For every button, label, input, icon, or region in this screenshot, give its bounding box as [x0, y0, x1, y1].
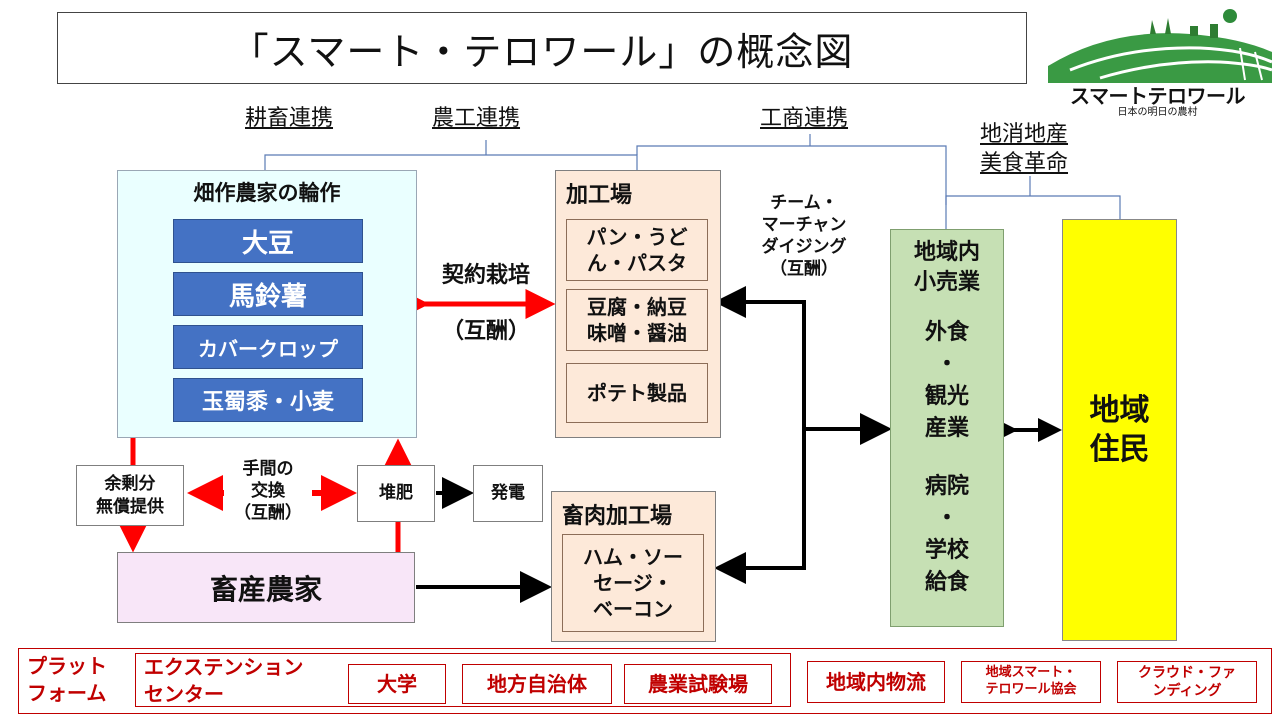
- extension-group: エクステンション センター 大学 地方自治体 農業試験場: [135, 653, 791, 707]
- meat-factory-panel: 畜肉加工場 ハム・ソー セージ・ ベーコン: [551, 491, 716, 642]
- power-box: 発電: [473, 465, 543, 522]
- surplus-l1: 余剰分: [104, 473, 156, 494]
- page-title: 「スマート・テロワール」の概念図: [57, 12, 1027, 84]
- labor-l2: 交換: [251, 481, 285, 502]
- link-brackets: [264, 134, 1121, 229]
- meat-factory-title: 畜肉加工場: [562, 504, 673, 529]
- meat-products-box: ハム・ソー セージ・ ベーコン: [562, 534, 704, 632]
- factory-item-tofu-l2: 味噌・醤油: [587, 321, 687, 345]
- factory-item-bread-l2: ん・パスタ: [587, 251, 687, 275]
- retail-l10: 給食: [924, 569, 969, 595]
- assoc-l2: テロワール協会: [985, 682, 1077, 697]
- crop-item-corn-wheat: 玉蜀黍・小麦: [173, 378, 363, 422]
- logo-tagline: 日本の明日の農村: [1117, 107, 1198, 118]
- platform-label-l1: プラット: [27, 654, 107, 678]
- extension-l1: エクステンション: [144, 655, 304, 679]
- extension-center-label: エクステンション センター: [144, 654, 303, 708]
- crop-item-potato: 馬鈴薯: [173, 272, 363, 316]
- retail-l5: 観光: [924, 384, 969, 410]
- team-l1: チーム・: [770, 193, 838, 213]
- platform-local-government: 地方自治体: [462, 664, 612, 704]
- crop-item-soybean: 大豆: [173, 219, 363, 263]
- contract-label: 契約栽培: [441, 263, 530, 288]
- extension-l2: センター: [144, 682, 224, 706]
- retail-l1: 地域内: [913, 240, 980, 265]
- labor-l1: 手間の: [242, 459, 294, 479]
- labor-exchange-label: 手間の 交換 （互酬）: [224, 458, 312, 524]
- resident-l1: 地域: [1089, 393, 1150, 428]
- meat-l3: ベーコン: [593, 597, 673, 621]
- factory-item-bread: パン・うどん・パスタ: [566, 219, 708, 281]
- link-local-food-1: 地消地産: [980, 122, 1069, 147]
- retail-l9: 学校: [924, 537, 969, 563]
- platform-bar: プラット フォーム エクステンション センター 大学 地方自治体 農業試験場 地…: [18, 648, 1272, 714]
- retail-panel: 地域内 小売業 外食 ・ 観光 産業 病院 ・ 学校 給食: [890, 229, 1004, 627]
- retail-l6: 産業: [924, 416, 969, 442]
- platform-label-l2: フォーム: [27, 681, 107, 705]
- assoc-l1: 地域スマート・: [985, 665, 1077, 681]
- meat-l2: セージ・: [593, 571, 673, 595]
- retail-l2: 小売業: [913, 269, 980, 295]
- platform-agri-experiment-station: 農業試験場: [624, 664, 772, 704]
- platform-crowdfunding: クラウド・ファンディング: [1117, 661, 1257, 703]
- crop-rotation-panel: 畑作農家の輪作 大豆 馬鈴薯 カバークロップ 玉蜀黍・小麦: [117, 170, 417, 438]
- crop-item-cover-crop: カバークロップ: [173, 325, 363, 369]
- retail-l4: ・: [935, 352, 958, 378]
- compost-box: 堆肥: [357, 465, 435, 522]
- contract-sub-label: （互酬）: [441, 319, 530, 344]
- team-l3: ダイジング: [761, 237, 847, 258]
- retail-l7: 病院: [924, 473, 969, 499]
- link-agri-industry: 農工連携: [432, 106, 521, 131]
- team-l2: マーチャン: [761, 215, 847, 236]
- labor-l3: （互酬）: [234, 503, 302, 524]
- surplus-l2: 無償提供: [96, 496, 164, 517]
- platform-label: プラット フォーム: [27, 653, 107, 707]
- crop-rotation-title: 畑作農家の輪作: [193, 181, 341, 205]
- team-l4: （互酬）: [770, 259, 838, 280]
- local-residents-panel: 地域住民: [1062, 219, 1177, 641]
- factory-item-tofu-l1: 豆腐・納豆: [587, 295, 687, 319]
- logo: スマートテロワール 日本の明日の農村: [1040, 8, 1275, 118]
- logo-name: スマートテロワール: [1070, 84, 1245, 108]
- livestock-farmers-box: 畜産農家: [117, 552, 415, 623]
- platform-local-logistics: 地域内物流: [807, 661, 945, 703]
- processing-factory-panel: 加工場 パン・うどん・パスタ 豆腐・納豆味噌・醤油 ポテト製品: [555, 170, 721, 438]
- link-local-food-2: 美食革命: [980, 151, 1069, 176]
- link-industry-commerce: 工商連携: [760, 106, 849, 131]
- processing-factory-title: 加工場: [566, 183, 633, 208]
- fund-l2: ンディング: [1152, 683, 1222, 699]
- factory-item-potato-products: ポテト製品: [566, 363, 708, 423]
- retail-l8: ・: [935, 505, 958, 531]
- farmland-logo-icon: [1048, 9, 1273, 83]
- resident-l2: 住民: [1089, 432, 1150, 467]
- platform-university: 大学: [348, 664, 446, 704]
- team-merchandising-label: チーム・ マーチャン ダイジング （互酬）: [748, 192, 860, 280]
- meat-l1: ハム・ソー: [583, 545, 683, 569]
- team-bracket: [730, 300, 880, 570]
- retail-l3: 外食: [924, 320, 969, 346]
- fund-l1: クラウド・ファ: [1138, 664, 1236, 681]
- factory-item-bread-l1: パン・うど: [586, 225, 688, 249]
- surplus-box: 余剰分無償提供: [76, 465, 184, 526]
- factory-item-tofu: 豆腐・納豆味噌・醤油: [566, 289, 708, 351]
- platform-smart-terroir-association: 地域スマート・テロワール協会: [961, 661, 1101, 703]
- link-livestock-crop: 耕畜連携: [245, 106, 334, 131]
